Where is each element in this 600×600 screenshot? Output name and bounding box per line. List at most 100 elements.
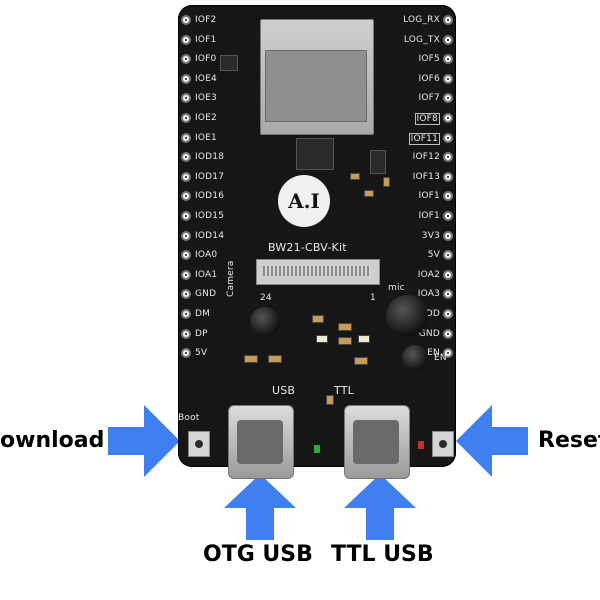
smd-part	[326, 395, 334, 405]
right-pin-label: LOG_TX	[403, 34, 440, 45]
ttl-usb-label: TTL USB	[331, 542, 434, 567]
left-pin-label: IOF2	[195, 15, 217, 25]
reset-label: Reset	[538, 428, 600, 453]
reset-button[interactable]	[432, 431, 454, 457]
header-pin[interactable]	[443, 113, 453, 123]
ic-chip	[370, 150, 386, 174]
header-pin[interactable]	[443, 211, 453, 221]
right-pin-label: IOF11	[408, 132, 440, 145]
header-pin[interactable]	[181, 328, 191, 339]
logo-text: A.I	[288, 189, 320, 213]
header-pin[interactable]	[443, 230, 453, 241]
header-pin[interactable]	[443, 328, 453, 339]
left-pin-label: IOE4	[195, 73, 217, 84]
led-red	[418, 441, 424, 449]
right-pin-label: IOA3	[417, 289, 440, 300]
header-pin[interactable]	[443, 191, 453, 202]
camera-label: Camera	[226, 260, 236, 297]
smd-part	[364, 190, 374, 197]
boot-button[interactable]	[188, 431, 210, 457]
otg-usb-port[interactable]	[228, 405, 294, 479]
header-pin[interactable]	[443, 73, 453, 84]
right-pin-label: IOF8	[414, 113, 440, 125]
right-pin-label: IOF1	[418, 211, 440, 221]
right-pin-label: IOF1	[418, 191, 440, 202]
usb-label: USB	[272, 384, 296, 397]
header-pin[interactable]	[443, 289, 453, 300]
header-pin[interactable]	[181, 93, 191, 104]
smd-part	[244, 355, 258, 363]
ttl-label: TTL	[334, 384, 354, 397]
right-pin-label: IOF5	[418, 54, 440, 65]
header-pin[interactable]	[443, 309, 453, 319]
header-pin[interactable]	[181, 171, 191, 182]
microphone	[386, 295, 428, 337]
header-pin[interactable]	[181, 191, 191, 202]
arrow-ttl-usb-icon	[344, 474, 416, 540]
header-pin[interactable]	[181, 309, 191, 319]
header-pin[interactable]	[181, 250, 191, 261]
smd-part	[268, 355, 282, 363]
left-pin-label: IOA1	[195, 269, 218, 280]
round-component	[250, 307, 280, 337]
sd-card-slot	[260, 19, 374, 135]
left-pin-label: GND	[195, 289, 217, 300]
smd-part	[354, 357, 368, 365]
left-pin-label: IOD18	[195, 152, 225, 163]
header-pin[interactable]	[181, 132, 191, 143]
header-pin[interactable]	[443, 171, 453, 182]
right-pin-label: ADD	[419, 309, 440, 319]
left-pin-label: DM	[195, 309, 211, 319]
header-pin[interactable]	[443, 250, 453, 261]
right-pin-label: LOG_RX	[403, 15, 440, 25]
header-pin[interactable]	[181, 211, 191, 221]
right-pin-label: IOF6	[418, 73, 440, 84]
right-pin-label: IOF7	[418, 93, 440, 104]
header-pin[interactable]	[443, 54, 453, 65]
ai-logo: A.I	[278, 175, 330, 227]
boot-label: Boot	[178, 413, 200, 423]
led-green	[314, 445, 320, 453]
header-pin[interactable]	[443, 15, 453, 25]
mic-label: mic	[388, 283, 405, 293]
right-pin-label: IOF12	[412, 152, 440, 163]
header-pin[interactable]	[443, 269, 453, 280]
smd-part	[312, 315, 324, 323]
right-pin-label: 3V3	[421, 230, 440, 241]
en-label: EN	[434, 353, 447, 363]
header-pin[interactable]	[181, 15, 191, 25]
left-pin-label: IOD14	[195, 230, 225, 241]
board-name: BW21-CBV-Kit	[268, 241, 347, 254]
smd-part	[316, 335, 328, 343]
smd-part	[350, 173, 360, 180]
ic-chip	[296, 138, 334, 170]
left-pin-label: IOE1	[195, 132, 217, 143]
ic-chip	[220, 55, 238, 71]
smd-part	[338, 337, 352, 345]
otg-usb-label: OTG USB	[203, 542, 313, 567]
header-pin[interactable]	[181, 54, 191, 65]
header-pin[interactable]	[443, 132, 453, 143]
arrow-reset-icon	[456, 405, 528, 477]
header-pin[interactable]	[181, 73, 191, 84]
header-pin[interactable]	[181, 269, 191, 280]
right-pin-label: GND	[418, 328, 440, 339]
ttl-usb-port[interactable]	[344, 405, 410, 479]
header-pin[interactable]	[181, 34, 191, 45]
left-pin-label: IOA0	[195, 250, 218, 261]
right-pin-label: EN	[427, 348, 440, 359]
header-pin[interactable]	[181, 289, 191, 300]
header-pin[interactable]	[443, 348, 453, 359]
download-label: ownload	[0, 428, 105, 453]
header-pin[interactable]	[443, 152, 453, 163]
header-pin[interactable]	[443, 93, 453, 104]
round-component	[402, 345, 428, 371]
right-pin-label: IOA2	[417, 269, 440, 280]
pin1-label: 1	[370, 293, 376, 303]
header-pin[interactable]	[181, 113, 191, 123]
header-pin[interactable]	[181, 230, 191, 241]
header-pin[interactable]	[181, 152, 191, 163]
header-pin[interactable]	[181, 348, 191, 359]
header-pin[interactable]	[443, 34, 453, 45]
